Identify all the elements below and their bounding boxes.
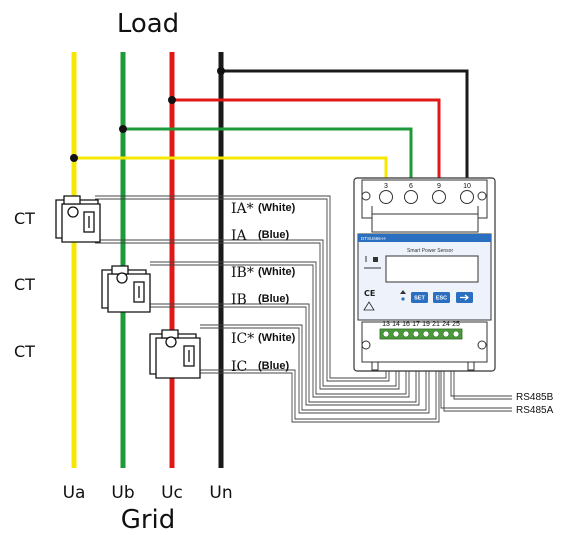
bottom-terminals: 13 14 16 17 19 21 24 25 xyxy=(379,321,463,340)
junction-dot xyxy=(168,96,176,104)
ct-clamp-b xyxy=(101,265,151,313)
set-button[interactable] xyxy=(411,292,428,303)
esc-button[interactable] xyxy=(433,292,450,303)
ia-star-label: IA* xyxy=(231,201,254,217)
rs485b-label: RS485B xyxy=(516,392,554,403)
meter-model-label: DTSU666-H xyxy=(361,236,386,241)
junction-dot xyxy=(119,125,127,133)
terminal-16-label: 16 xyxy=(402,321,410,328)
ic-star-color: (White) xyxy=(258,332,296,344)
terminal-9-label: 9 xyxy=(437,183,441,190)
phase-a-label: Ua xyxy=(63,483,86,503)
terminal-10-label: 10 xyxy=(463,183,471,190)
phase-a-tap-wire xyxy=(74,156,388,180)
ia-label: IA xyxy=(231,228,248,244)
neutral-label: Un xyxy=(209,483,232,503)
indicator-icon xyxy=(400,290,406,294)
ct-label-a: CT xyxy=(14,209,35,228)
neutral-tap-wire xyxy=(221,69,469,180)
phase-b-tap-wire xyxy=(123,127,413,180)
terminal-25-label: 25 xyxy=(452,321,460,328)
ct-secondary-wires xyxy=(95,195,512,423)
ct-label-c: CT xyxy=(14,342,35,361)
ia-color: (Blue) xyxy=(258,229,290,241)
phase-c-label: Uc xyxy=(161,483,183,503)
esc-button-label: ESC xyxy=(436,296,447,302)
phase-b-label: Ub xyxy=(111,483,134,503)
ib-star-label: IB* xyxy=(231,265,254,281)
ct-clamp-a xyxy=(55,195,101,243)
terminal-3-label: 3 xyxy=(384,183,388,190)
arrow-right-icon xyxy=(460,294,469,301)
comm-icon xyxy=(373,257,378,262)
terminal-24-label: 24 xyxy=(442,321,450,328)
phase-c-tap-wire xyxy=(172,98,441,180)
set-button-label: SET xyxy=(414,296,425,302)
ic-star-label: IC* xyxy=(231,331,254,347)
mount-hole xyxy=(477,191,487,201)
terminal-14-label: 14 xyxy=(392,321,400,328)
load-title: Load xyxy=(117,9,179,39)
grid-title: Grid xyxy=(121,505,176,535)
rail-clip xyxy=(467,361,475,371)
warning-icon xyxy=(363,301,375,311)
meter-title: Smart Power Sensor xyxy=(407,248,453,254)
ic-color: (Blue) xyxy=(258,360,290,372)
ic-label: IC xyxy=(231,359,247,375)
terminal-21-label: 21 xyxy=(432,321,440,328)
terminal-19-label: 19 xyxy=(422,321,430,328)
junction-dot xyxy=(70,154,78,162)
ib-color: (Blue) xyxy=(258,293,290,305)
terminal-6-label: 6 xyxy=(409,183,413,190)
ct-clamp-c xyxy=(149,329,201,379)
mount-hole xyxy=(477,340,487,350)
ct-label-b: CT xyxy=(14,275,35,294)
terminal-17-label: 17 xyxy=(412,321,420,328)
top-terminals: 3 6 9 10 xyxy=(379,183,474,204)
mount-hole xyxy=(361,340,371,350)
led-icon xyxy=(401,297,405,301)
ib-star-color: (White) xyxy=(258,266,296,278)
terminal-13-label: 13 xyxy=(382,321,390,328)
ce-mark-icon: CE xyxy=(364,289,375,298)
rail-clip xyxy=(371,361,379,371)
smart-power-meter: DTSU666-H Smart Power Sensor CE SET ESC xyxy=(353,177,496,372)
ia-star-color: (White) xyxy=(258,202,296,214)
junction-dot xyxy=(217,67,225,75)
ib-label: IB xyxy=(231,292,247,308)
rs485a-label: RS485A xyxy=(516,405,554,416)
mount-hole xyxy=(361,191,371,201)
